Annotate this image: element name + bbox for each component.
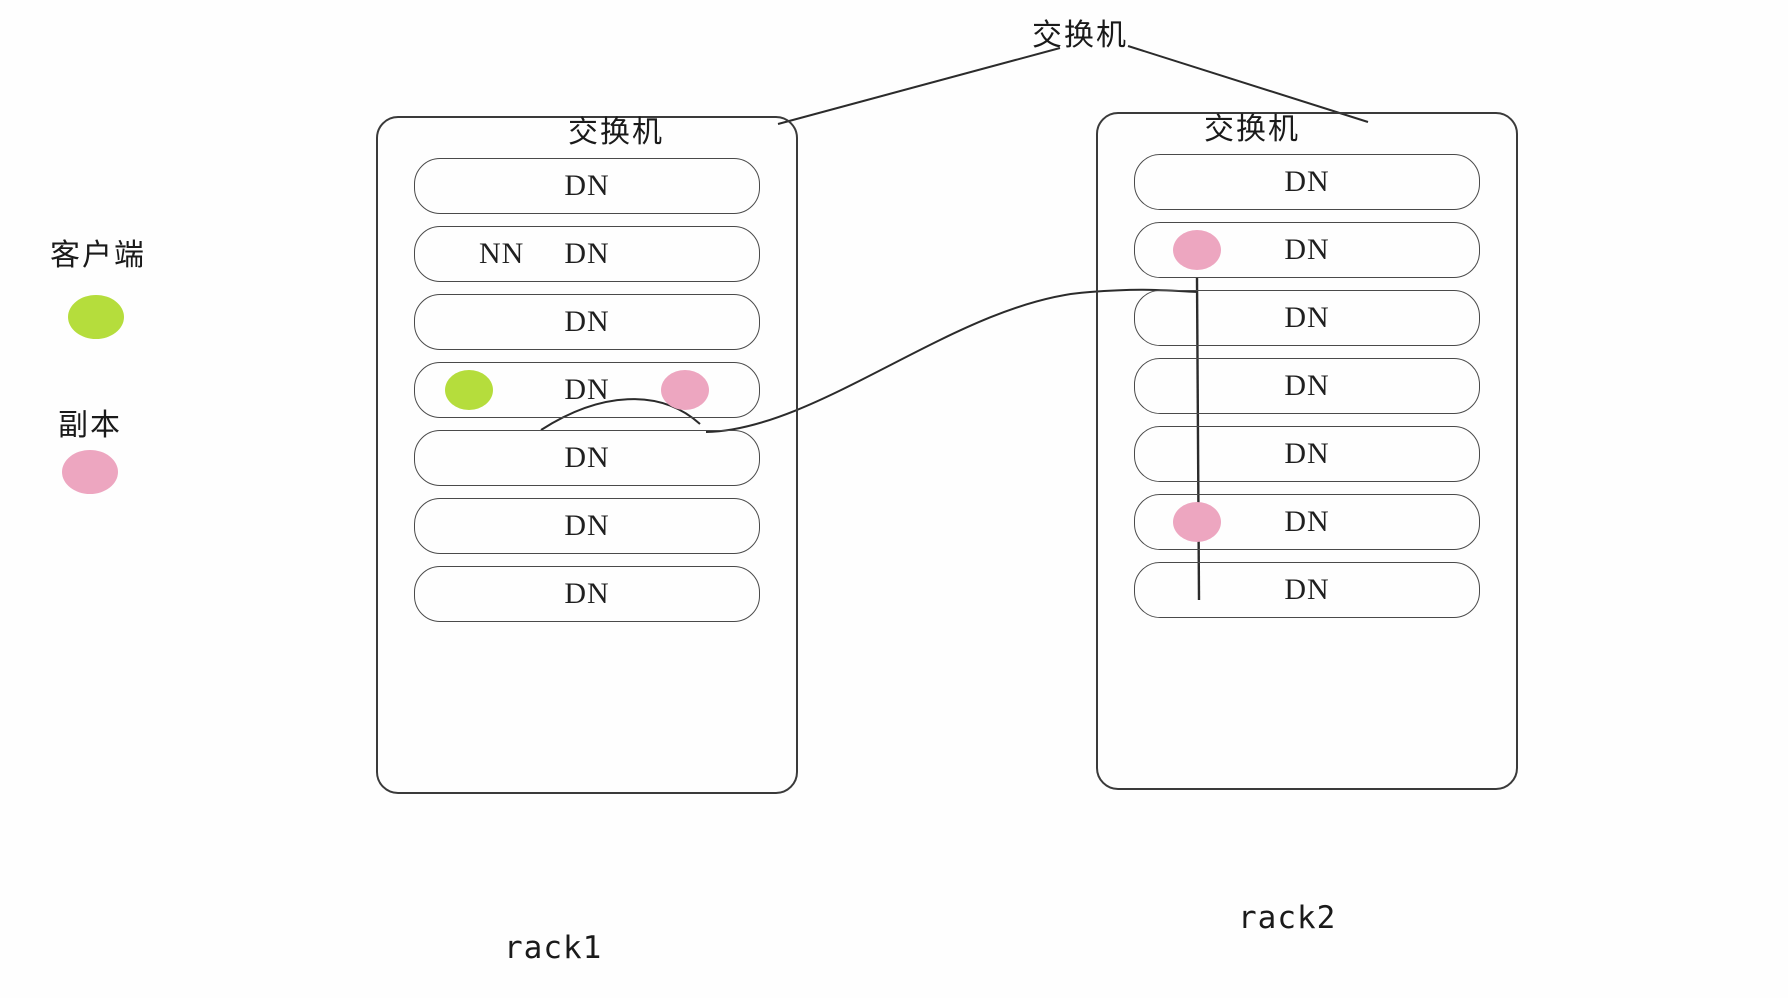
node-label: DN	[1284, 233, 1330, 266]
replica-node-marker	[1173, 502, 1221, 542]
rack-rack2	[1096, 112, 1518, 790]
node-label: DN	[1284, 505, 1330, 538]
node-row[interactable]: DN	[1134, 290, 1480, 346]
node-row[interactable]: DN	[1134, 494, 1480, 550]
top-switch-label: 交换机	[1032, 18, 1128, 53]
node-label: DN	[564, 441, 610, 474]
node-row[interactable]: DN	[1134, 154, 1480, 210]
node-row[interactable]: DN	[414, 498, 760, 554]
node-row[interactable]: DN NN	[414, 226, 760, 282]
node-row[interactable]: DN	[1134, 562, 1480, 618]
node-row[interactable]: DN	[414, 158, 760, 214]
node-label: DN	[1284, 301, 1330, 334]
node-row[interactable]: DN	[1134, 222, 1480, 278]
node-row[interactable]: DN	[414, 362, 760, 418]
node-row[interactable]: DN	[1134, 426, 1480, 482]
rack2-footer-label: rack2	[1238, 900, 1337, 936]
node-row[interactable]: DN	[414, 566, 760, 622]
legend-replica-label: 副本	[58, 408, 122, 443]
node-row[interactable]: DN	[414, 430, 760, 486]
replica-node-marker	[661, 370, 709, 410]
replica-node-marker	[1173, 230, 1221, 270]
rack-rack1	[376, 116, 798, 794]
client-node-marker	[445, 370, 493, 410]
rack1-switch-label: 交换机	[568, 115, 664, 150]
node-label: DN	[564, 577, 610, 610]
node-label: DN	[1284, 165, 1330, 198]
rack1-footer-label: rack1	[504, 930, 603, 966]
rack2-switch-label: 交换机	[1204, 112, 1300, 147]
legend-client-dot	[68, 295, 124, 339]
node-label: DN	[564, 509, 610, 542]
node-label: DN	[564, 237, 610, 270]
node-label: DN	[564, 305, 610, 338]
node-row[interactable]: DN	[1134, 358, 1480, 414]
wire-top-switch-to-rack1	[777, 47, 1061, 125]
node-secondary-label: NN	[479, 237, 525, 270]
node-label: DN	[1284, 573, 1330, 606]
node-label: DN	[564, 169, 610, 202]
node-label: DN	[1284, 369, 1330, 402]
node-row[interactable]: DN	[414, 294, 760, 350]
node-label: DN	[1284, 437, 1330, 470]
legend-client-label: 客户端	[50, 238, 146, 273]
node-label: DN	[564, 373, 610, 406]
legend-replica-dot	[62, 450, 118, 494]
